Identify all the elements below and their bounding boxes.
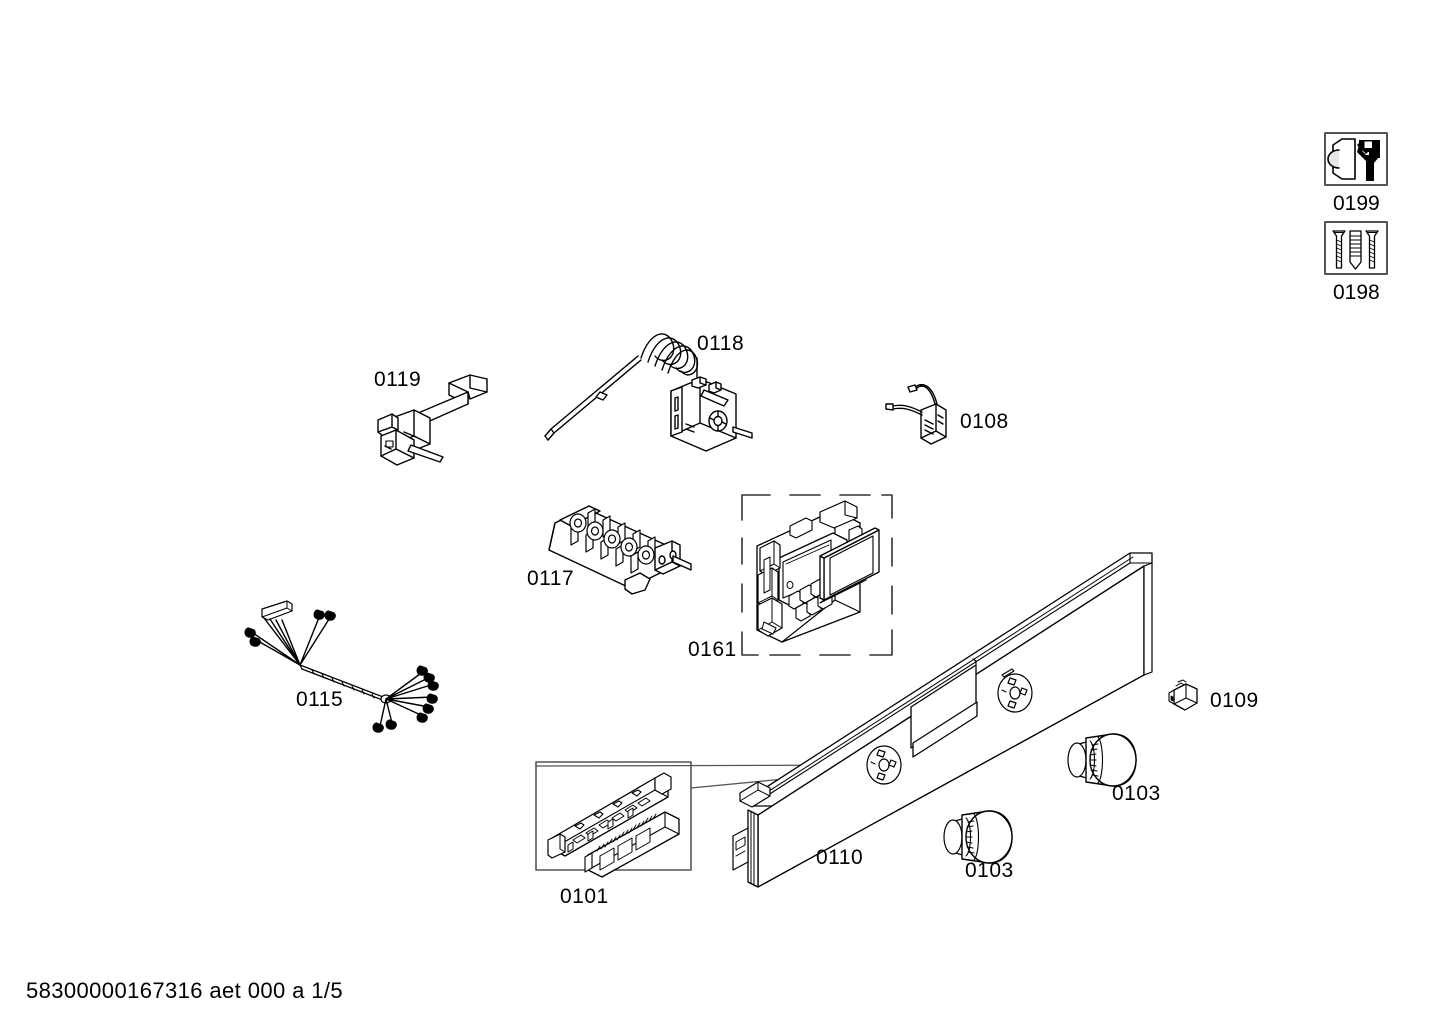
part-0103-knob-left[interactable] — [943, 810, 1013, 864]
part-label-0115: 0115 — [296, 688, 344, 711]
part-label-0118: 0118 — [697, 332, 745, 355]
part-0101-mounting-rail[interactable] — [547, 772, 680, 878]
part-label-0103-right: 0103 — [1112, 782, 1161, 805]
icon-label-0198: 0198 — [1333, 281, 1380, 304]
part-label-0110: 0110 — [816, 846, 864, 869]
part-0117-terminal-block[interactable] — [548, 505, 692, 595]
part-0103-knob-right[interactable] — [1067, 733, 1137, 787]
callout-0161-dashed-box — [741, 494, 893, 656]
part-0119-bracket[interactable] — [377, 374, 488, 466]
part-label-0109: 0109 — [1210, 689, 1259, 712]
icon-label-0199: 0199 — [1333, 192, 1380, 215]
part-label-0108: 0108 — [960, 410, 1009, 433]
icon-box-0199[interactable] — [1324, 132, 1388, 186]
part-label-0103-left: 0103 — [965, 859, 1014, 882]
part-0161-display-module[interactable] — [756, 500, 880, 643]
part-0118-thermostat[interactable] — [544, 333, 753, 452]
part-label-0117: 0117 — [527, 567, 575, 590]
part-label-0119: 0119 — [374, 368, 422, 391]
part-0110-control-panel[interactable] — [732, 552, 1153, 888]
part-label-0161: 0161 — [688, 638, 737, 661]
part-0108-switch[interactable] — [885, 384, 947, 445]
drawing-footer-reference: 58300000167316 aet 000 a 1/5 — [26, 978, 344, 1003]
part-label-0101: 0101 — [560, 885, 609, 908]
part-0109-connector[interactable] — [1168, 679, 1198, 711]
knob-shaft-boss-left — [866, 745, 902, 785]
icon-box-0198[interactable] — [1324, 221, 1388, 275]
part-0115-wiring-harness[interactable] — [244, 600, 439, 733]
knob-shaft-boss-right — [997, 673, 1033, 713]
